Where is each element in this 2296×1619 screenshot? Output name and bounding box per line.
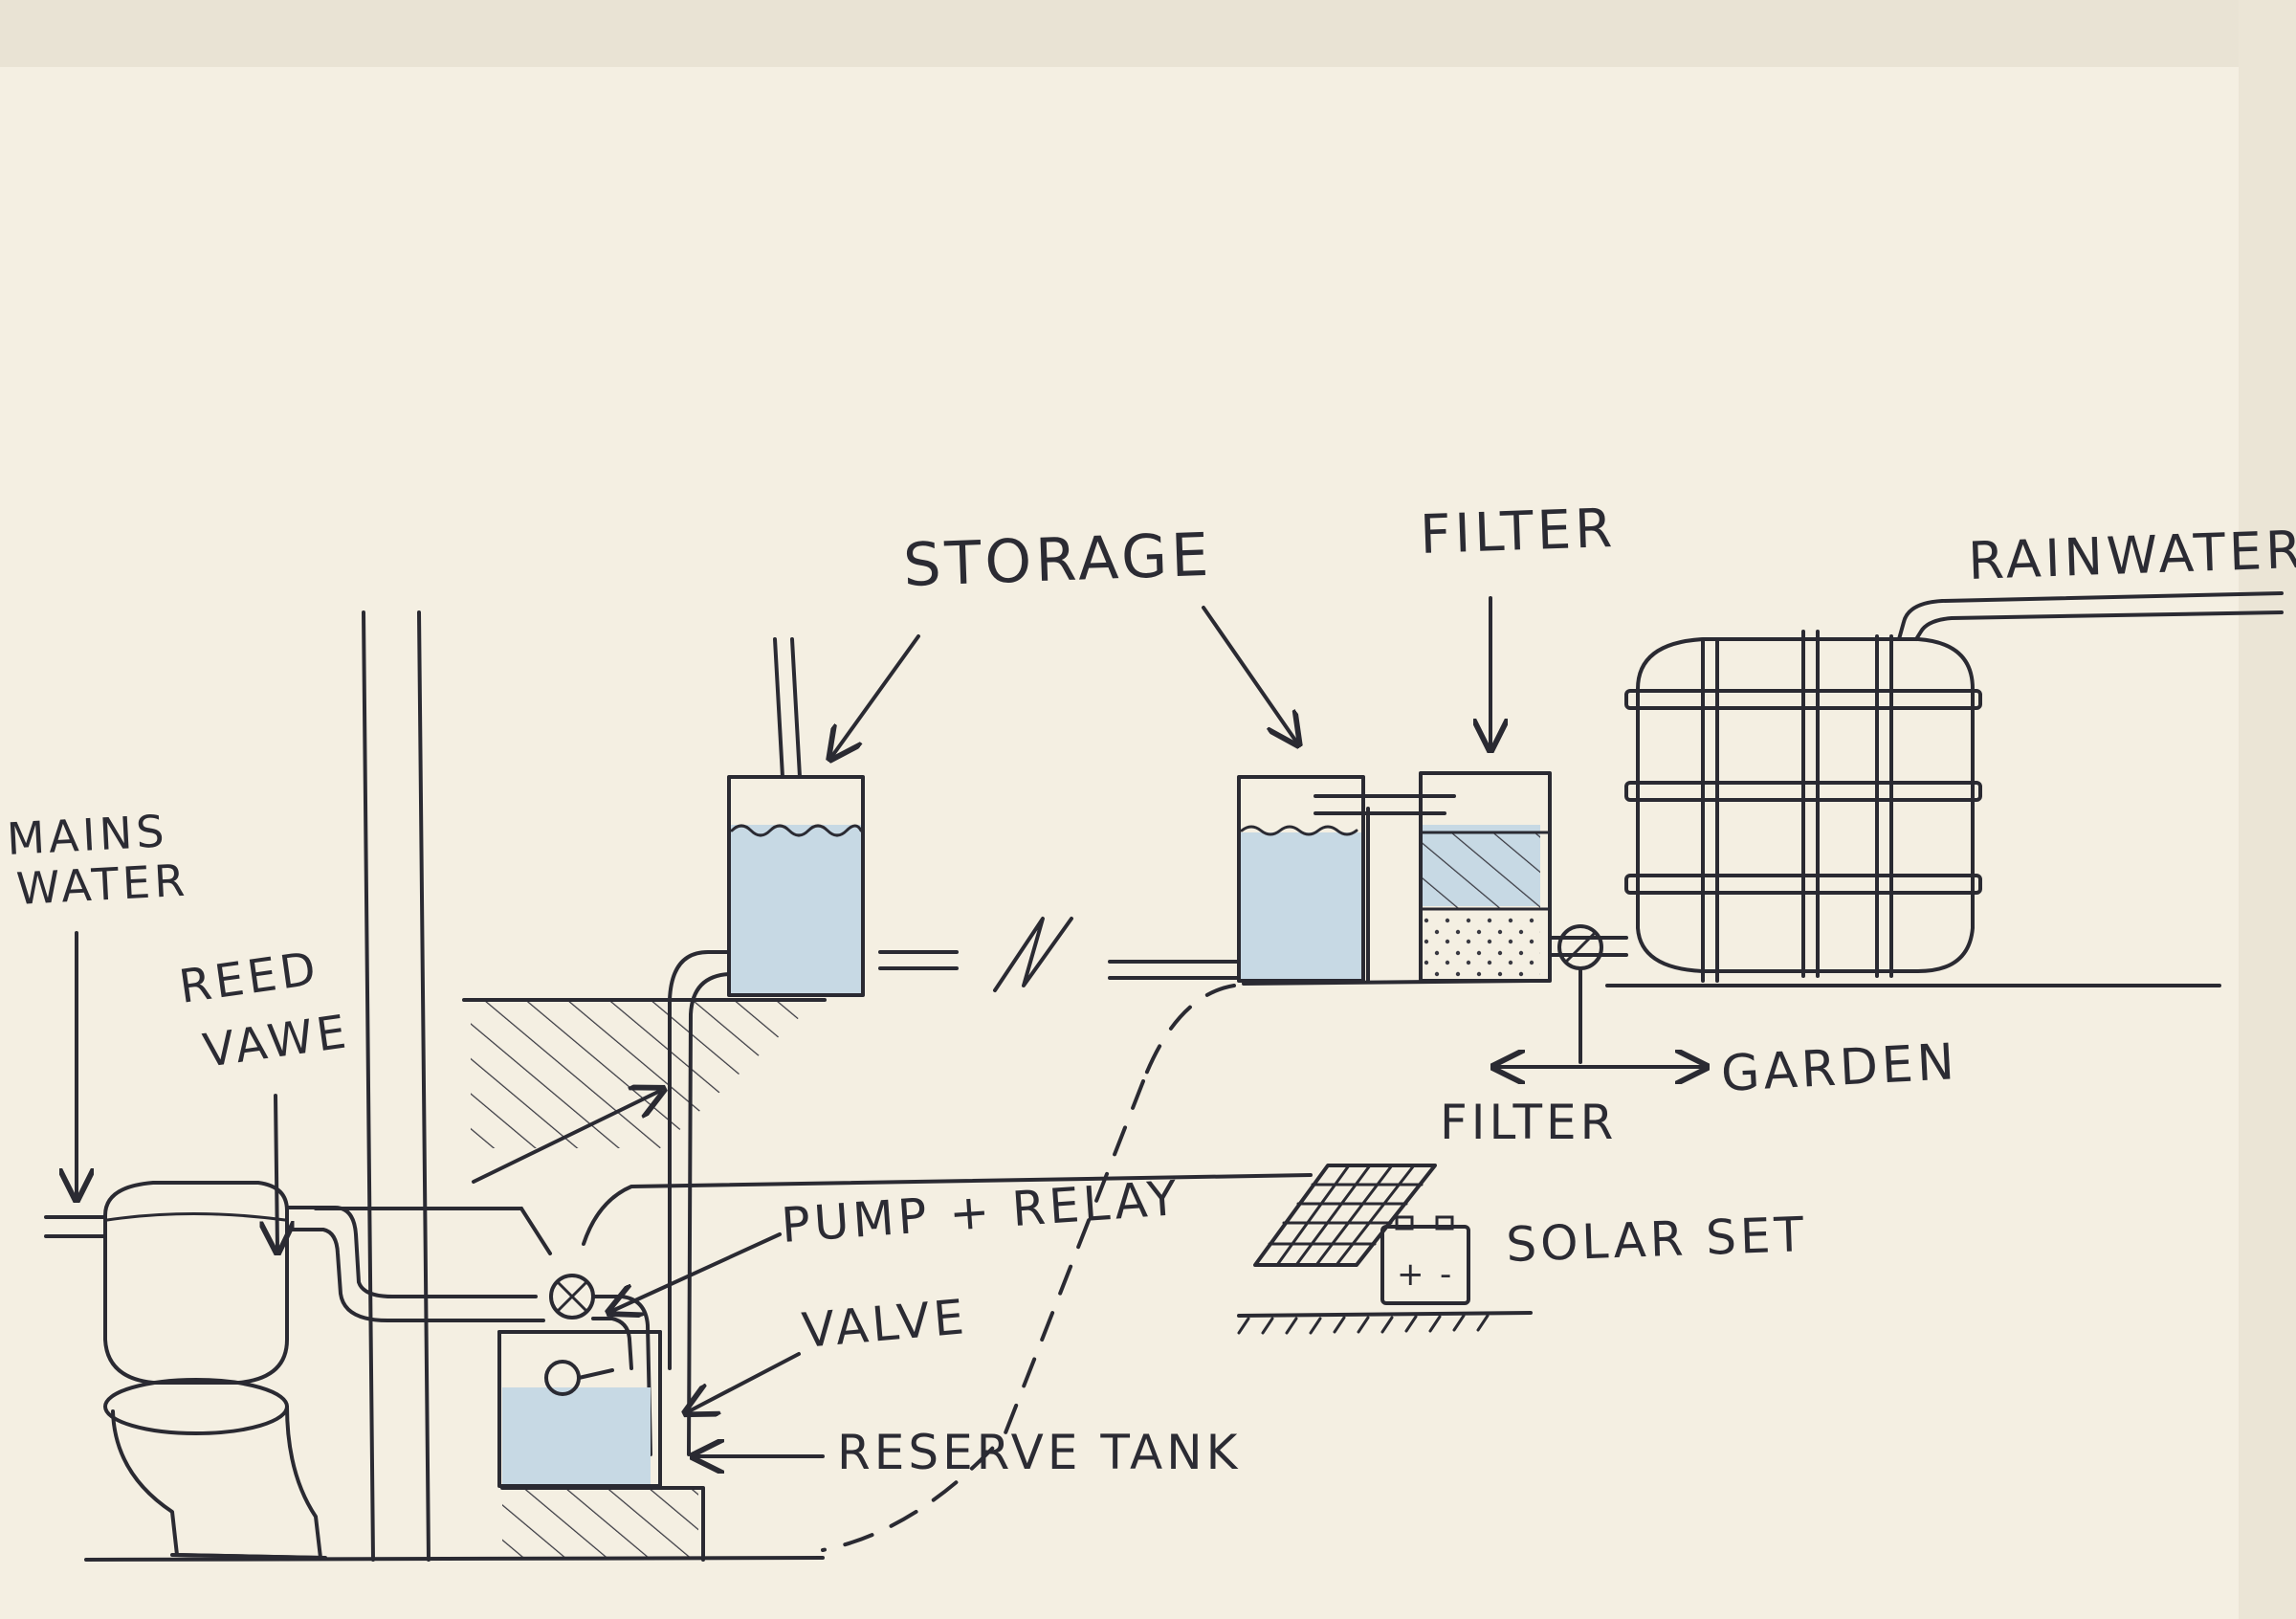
solar-ground: [1237, 1311, 1533, 1335]
solar-set-label: SOLAR SET: [1505, 1207, 1808, 1273]
storage-pointer-left: [832, 634, 920, 756]
mains-water-inlet: [44, 931, 105, 1238]
valve-pointer: [689, 1352, 801, 1411]
storage-label: STORAGE: [902, 520, 1213, 600]
filter-bottom-label: FILTER: [1440, 1095, 1617, 1150]
rainwater-tank: [1624, 591, 2284, 983]
reserve-tank: [497, 1330, 705, 1562]
upper-storage-tank: [727, 637, 865, 997]
mains-water-label-line2: WATER: [15, 854, 190, 915]
house-to-storage-pipe: [878, 917, 1241, 992]
rainwater-label: RAINWATER: [1967, 520, 2296, 591]
reed-valve-pointer: [276, 1094, 277, 1249]
mains-water-label-line1: MAINS: [6, 805, 169, 865]
paper-top-shadow: [0, 0, 2296, 67]
battery-minus-label: -: [1440, 1255, 1455, 1294]
filter-box: [1314, 771, 1552, 983]
reserve-tank-label: RESERVE TANK: [837, 1425, 1241, 1480]
battery: + -: [1380, 1215, 1470, 1305]
house-floor-lines: [314, 1173, 1313, 1255]
riser-pipe: [668, 950, 731, 1456]
battery-plus-label: +: [1397, 1255, 1428, 1294]
outlet-valve: [1497, 924, 1703, 1067]
upper-hatched-section: [462, 998, 827, 1184]
outside-ground: [84, 979, 2221, 1562]
pump-relay-pointer: [612, 1232, 782, 1311]
wall: [362, 610, 430, 1562]
paper-right-edge: [2239, 0, 2296, 1619]
garden-label: GARDEN: [1720, 1033, 1960, 1103]
filter-top-label: FILTER: [1419, 498, 1617, 566]
storage-pointer-right: [1202, 606, 1296, 742]
solar-panel: [1253, 1164, 1437, 1267]
